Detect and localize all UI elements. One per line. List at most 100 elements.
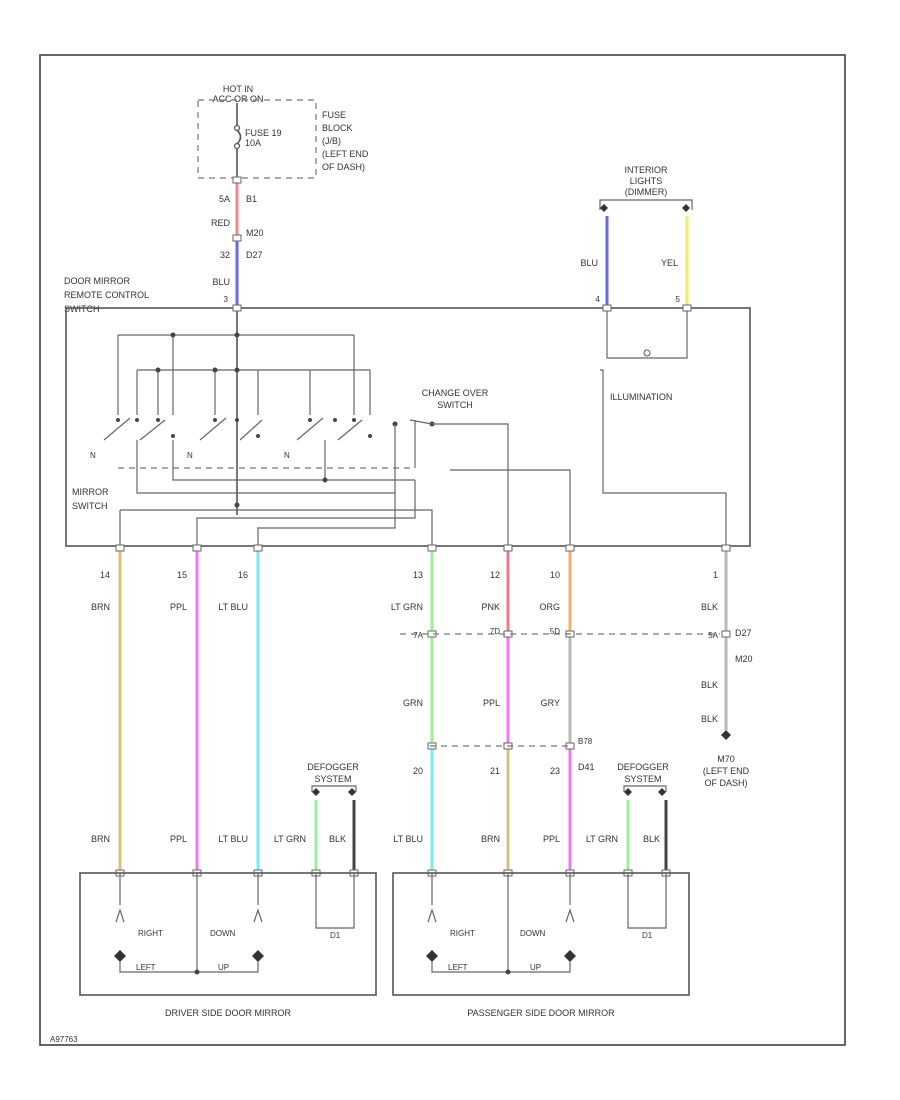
arrow-left-icon [600,204,608,212]
arrow-right-icon [682,204,690,212]
passenger-door-mirror: D1 RIGHT DOWN LEFT UP PASSENGER SIDE DOO… [392,872,690,1018]
feed-conn-mid: M20 [246,228,264,238]
ground-label3: OF DASH) [704,778,747,788]
defog-p-arrow-left-icon [624,788,632,796]
label-pnk: PNK [481,602,500,612]
label-org: ORG [539,602,560,612]
conn-right: D27 [735,628,752,638]
mid-label-gry: GRY [541,698,560,708]
connector-mid-labels: 7A 7D 5D 5A D27 M20 [413,627,752,664]
illum-pin-left: 4 [596,295,601,304]
defogger-driver: DEFOGGER SYSTEM [307,762,359,796]
pass-up-label: UP [530,963,541,972]
terminal-4 [503,544,513,552]
wire-color-labels-top: BRN PPL LT BLU LT GRN PNK ORG BLK [91,602,718,612]
diagram-code: A97763 [50,1035,78,1044]
feed-conn-bot: D27 [246,250,263,260]
driver-right-label: RIGHT [138,929,163,938]
driver-door-mirror: D1 RIGHT DOWN LEFT UP DRIVER SIDE DOOR M… [79,872,377,1018]
connector-lower-labels: B78 D41 20 21 23 [413,737,595,776]
drv-wire-3: LT BLU [218,834,248,844]
illum-pin-right: 5 [676,295,681,304]
mid-label-blk2: BLK [701,714,718,724]
passenger-mirror-box [392,872,690,996]
drv-wire-1: BRN [91,834,110,844]
fuse-block-l2: BLOCK [322,123,353,133]
terminal-3 [427,544,437,552]
ground-label1: M70 [717,754,735,764]
terminal-18 [602,304,612,312]
conn-lower2: D41 [578,762,595,772]
pin-1: 1 [713,570,718,580]
drv-wire-2: PPL [170,834,187,844]
ground-m70: M70 (LEFT END OF DASH) [703,730,750,788]
illum-wire-right: YEL [661,258,678,268]
label-brn: BRN [91,602,110,612]
switch-contacts-3: N [284,417,372,460]
feed-pin-sw: 3 [224,295,229,304]
illum-title2: LIGHTS [630,176,663,186]
drv-wire-4: LT GRN [274,834,306,844]
fuse-block-l3: (J/B) [322,136,341,146]
driver-up-label: UP [218,963,229,972]
fuse-amp: 10A [245,138,261,148]
terminal-25 [721,630,731,638]
passenger-mirror-label: PASSENGER SIDE DOOR MIRROR [467,1008,615,1018]
terminal-6 [721,544,731,552]
mid-pin-2: 7D [490,627,500,636]
switch-n-3: N [284,451,290,460]
driver-motor-ud-icon [252,950,264,962]
fuse-label: FUSE 19 [245,128,282,138]
interior-lights: INTERIOR LIGHTS (DIMMER) BLU YEL 4 5 [580,165,693,306]
feed-conn-top: B1 [246,194,257,204]
mid-label-grn: GRN [403,698,423,708]
mid-label-blk1: BLK [701,680,718,690]
switch-title1: DOOR MIRROR [64,276,130,286]
fuse-block-l1: FUSE [322,110,346,120]
conn-right2: M20 [735,654,753,664]
illum-title1: INTERIOR [624,165,668,175]
switch-title2: REMOTE CONTROL [64,290,149,300]
mirror-label2: SWITCH [72,501,108,511]
mid-pin-1: 7A [413,631,423,640]
pass-wire-4: LT GRN [586,834,618,844]
ground-arrow-icon [721,730,731,740]
terminal-5 [565,544,575,552]
mid-pin-4: 5A [708,631,718,640]
ground-label2: (LEFT END [703,766,750,776]
defog-arrow-left-icon [312,788,320,796]
pass-wire-3: PPL [543,834,560,844]
terminal-1 [192,544,202,552]
driver-left-label: LEFT [136,963,156,972]
pass-wire-5: BLK [643,834,660,844]
defog-p-arrow-right-icon [658,788,666,796]
remote-control-switch: DOOR MIRROR REMOTE CONTROL SWITCH ILLUMI… [64,276,751,547]
illumination-label: ILLUMINATION [610,392,672,402]
diagram-frame [39,54,846,1046]
mirror-label: MIRROR [72,487,109,497]
pass-wire-1: LT BLU [393,834,423,844]
feed-color-red: RED [211,218,231,228]
feed-color-blu: BLU [212,277,230,287]
pass-right-label: RIGHT [450,929,475,938]
pass-left-label: LEFT [448,963,468,972]
driver-mirror-label: DRIVER SIDE DOOR MIRROR [165,1008,292,1018]
fuse-block-l4: (LEFT END [322,149,369,159]
label-ltgrn: LT GRN [391,602,423,612]
acc-on-label: ACC OR ON [212,94,263,104]
defog-pass-title2: SYSTEM [624,774,661,784]
fuse-block-outline [197,99,317,179]
wire-color-labels-mid: GRN PPL GRY BLK BLK [403,680,718,724]
pin-15: 15 [177,570,187,580]
terminal-19 [682,304,692,312]
fuse-block-l5: OF DASH) [322,162,365,172]
pin-13: 13 [413,570,423,580]
fuse-block: HOT IN ACC OR ON FUSE 19 10A FUSE BLOCK … [197,84,369,179]
switch-n-1: N [90,451,96,460]
pass-motor-ud-icon [564,950,576,962]
illum-title3: (DIMMER) [625,187,668,197]
changeover-label2: SWITCH [437,400,473,410]
driver-mirror-box [79,872,377,996]
mid-pin-3: 5D [550,627,560,636]
